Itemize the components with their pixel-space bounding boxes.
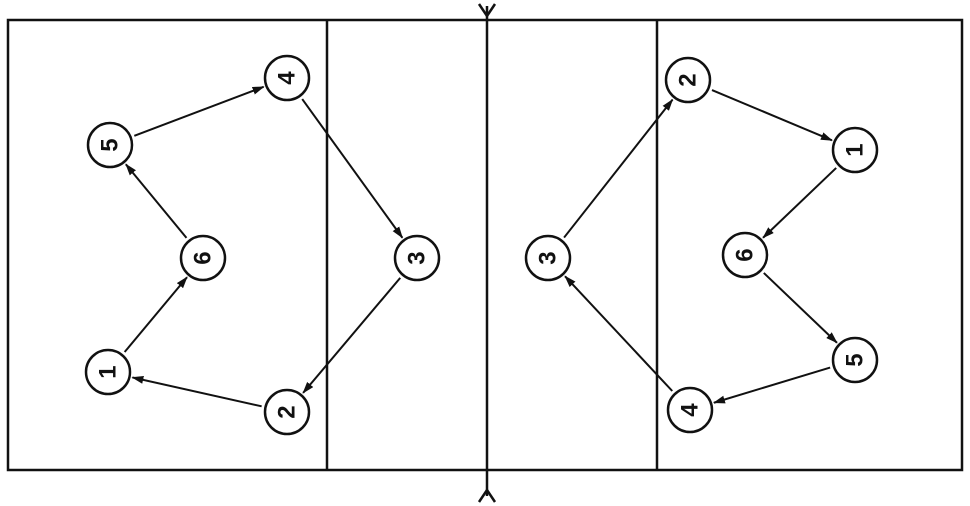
right-team-player-3: 3 <box>524 234 572 282</box>
player-circle <box>263 54 311 102</box>
player-circle <box>179 234 227 282</box>
net-post-top <box>477 3 497 19</box>
player-number: 6 <box>732 248 759 261</box>
right-team-player-5: 5 <box>831 336 879 384</box>
player-number: 1 <box>95 365 122 378</box>
left-team-player-6: 6 <box>179 234 227 282</box>
player-circle <box>831 336 879 384</box>
player-circle <box>84 348 132 396</box>
right-team-player-1: 1 <box>831 126 879 174</box>
player-number: 3 <box>535 251 562 264</box>
player-circle <box>86 121 134 169</box>
left-team-player-5: 5 <box>86 121 134 169</box>
rotation-arrow-5-to-4 <box>712 366 831 404</box>
player-circle <box>263 388 311 436</box>
rotation-arrow-1-to-6 <box>123 276 188 353</box>
rotation-arrow-6-to-5 <box>763 272 838 344</box>
net-post-bottom <box>477 487 497 503</box>
right-team-player-2: 2 <box>664 56 712 104</box>
rotation-arrow-5-to-4 <box>133 85 265 137</box>
rotation-arrow-3-to-2 <box>302 277 401 394</box>
player-circle <box>524 234 572 282</box>
right-team-player-4: 4 <box>666 386 714 434</box>
rotation-arrow-4-to-3 <box>301 98 404 239</box>
right-team-player-6: 6 <box>721 231 769 279</box>
player-circle <box>393 234 441 282</box>
player-circle <box>831 126 879 174</box>
player-circle <box>721 231 769 279</box>
player-number: 6 <box>190 251 217 264</box>
player-circle <box>664 56 712 104</box>
player-number: 2 <box>675 73 702 86</box>
rotation-arrow-2-to-1 <box>711 89 833 142</box>
player-number: 2 <box>274 405 301 418</box>
rotation-arrow-4-to-3 <box>564 275 673 392</box>
player-number: 3 <box>404 251 431 264</box>
player-number: 5 <box>842 353 869 366</box>
left-team-player-3: 3 <box>393 234 441 282</box>
player-number: 1 <box>842 143 869 156</box>
player-circle <box>666 386 714 434</box>
rotation-arrow-6-to-5 <box>125 163 188 239</box>
left-team-player-4: 4 <box>263 54 311 102</box>
left-team-player-1: 1 <box>84 348 132 396</box>
rotation-arrow-2-to-1 <box>131 375 262 408</box>
left-team-player-2: 2 <box>263 388 311 436</box>
player-number: 4 <box>677 403 704 417</box>
rotation-arrow-1-to-6 <box>762 167 837 239</box>
rotation-arrow-3-to-2 <box>563 98 674 239</box>
player-number: 4 <box>274 71 301 85</box>
court-boundary <box>6 18 964 472</box>
player-number: 5 <box>97 138 124 151</box>
